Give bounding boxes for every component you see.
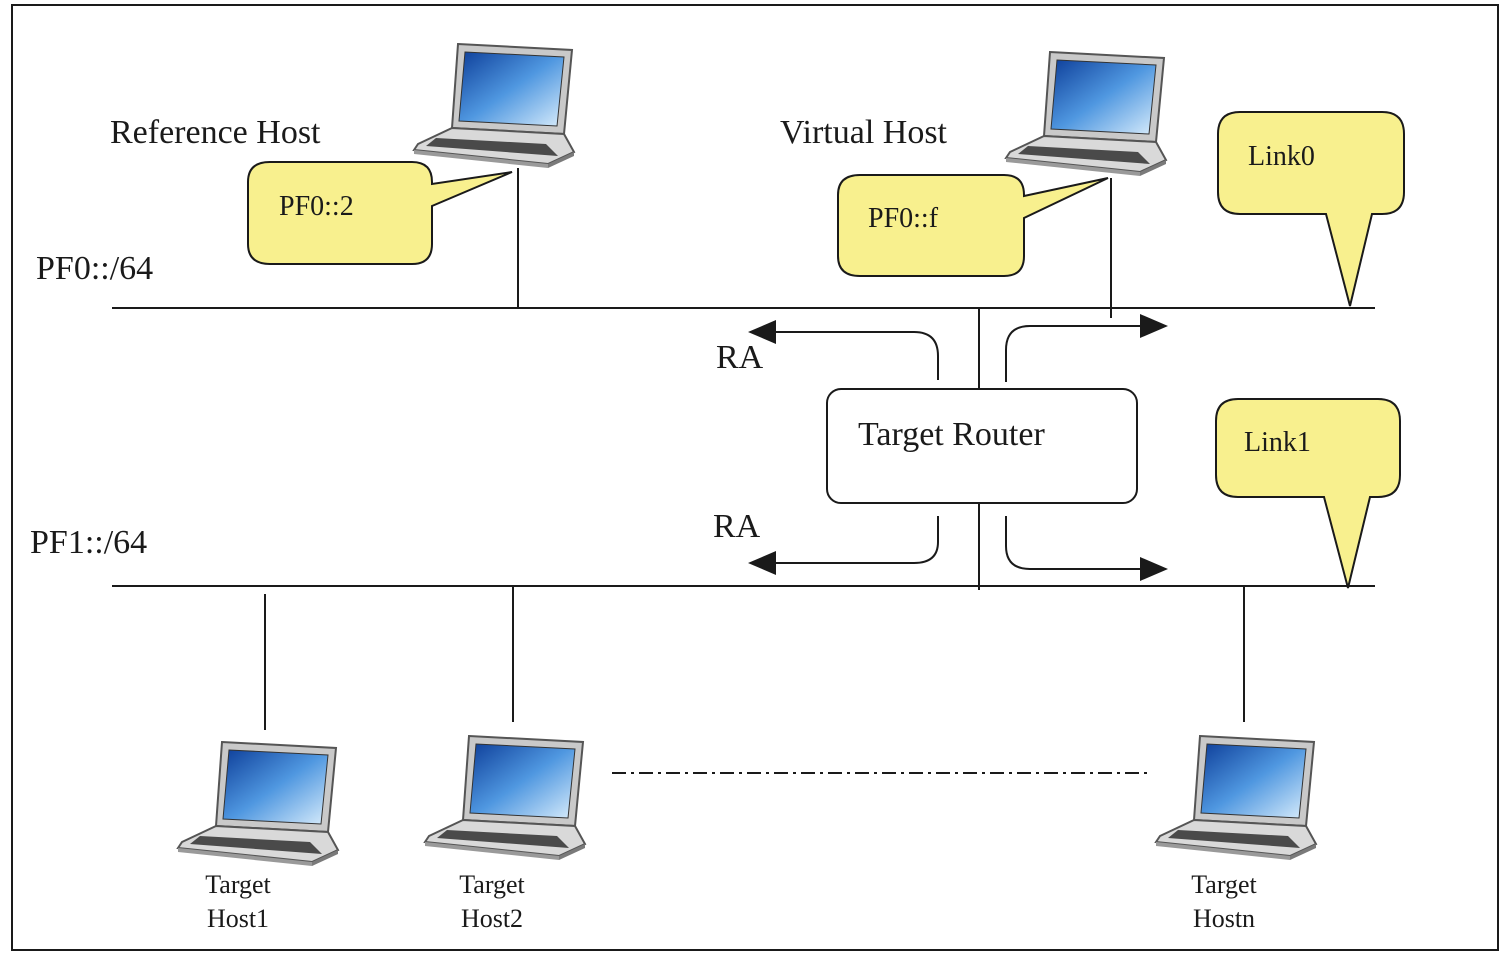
ra-arrowhead-bottom-left bbox=[748, 551, 776, 575]
target-host2-label-line2: Host2 bbox=[460, 904, 524, 933]
ra-top-label: RA bbox=[716, 339, 764, 376]
target-hostn-laptop-icon bbox=[1155, 735, 1317, 861]
pf0-network-label: PF0::/64 bbox=[36, 250, 154, 287]
target-host1-label-line2: Host1 bbox=[206, 904, 270, 933]
reference-addr-label: PF0::2 bbox=[279, 191, 354, 222]
ra-arrow-top-left bbox=[770, 331, 939, 380]
ra-arrowhead-top-right bbox=[1140, 314, 1168, 338]
ra-arrow-bottom-left bbox=[770, 516, 939, 564]
link1-callout bbox=[1215, 398, 1401, 589]
target-host2-label: Target Host2 bbox=[432, 868, 552, 936]
ra-bottom-label: RA bbox=[713, 508, 761, 545]
ra-arrow-bottom-right bbox=[1005, 516, 1142, 570]
ra-arrowhead-top-left bbox=[748, 320, 776, 344]
target-host2-laptop-icon bbox=[424, 735, 586, 861]
virtual-addr-callout bbox=[837, 174, 1109, 277]
link0-callout bbox=[1217, 111, 1405, 307]
virtual-host-laptop-icon bbox=[1005, 51, 1167, 177]
link1-label: Link1 bbox=[1244, 427, 1311, 458]
target-router-label: Target Router bbox=[858, 416, 1045, 453]
target-router-box bbox=[826, 388, 1138, 504]
virtual-host-label: Virtual Host bbox=[780, 114, 947, 151]
target-hostn-label-line2: Hostn bbox=[1192, 904, 1256, 933]
ra-arrowhead-bottom-right bbox=[1140, 557, 1168, 581]
target-hostn-label-line1: Target bbox=[1191, 870, 1257, 899]
target-host1-laptop-icon bbox=[177, 741, 339, 867]
pf1-network-label: PF1::/64 bbox=[30, 524, 148, 561]
link0-label: Link0 bbox=[1248, 141, 1315, 172]
reference-host-laptop-icon bbox=[413, 43, 575, 169]
target-host2-label-line1: Target bbox=[459, 870, 525, 899]
target-hostn-label: Target Hostn bbox=[1164, 868, 1284, 936]
virtual-addr-label: PF0::f bbox=[868, 203, 939, 234]
outer-frame bbox=[11, 4, 1499, 951]
ra-arrow-top-right bbox=[1005, 325, 1142, 382]
reference-addr-callout bbox=[247, 161, 513, 265]
target-host1-label: Target Host1 bbox=[178, 868, 298, 936]
target-host1-label-line1: Target bbox=[205, 870, 271, 899]
reference-host-label: Reference Host bbox=[110, 114, 321, 151]
